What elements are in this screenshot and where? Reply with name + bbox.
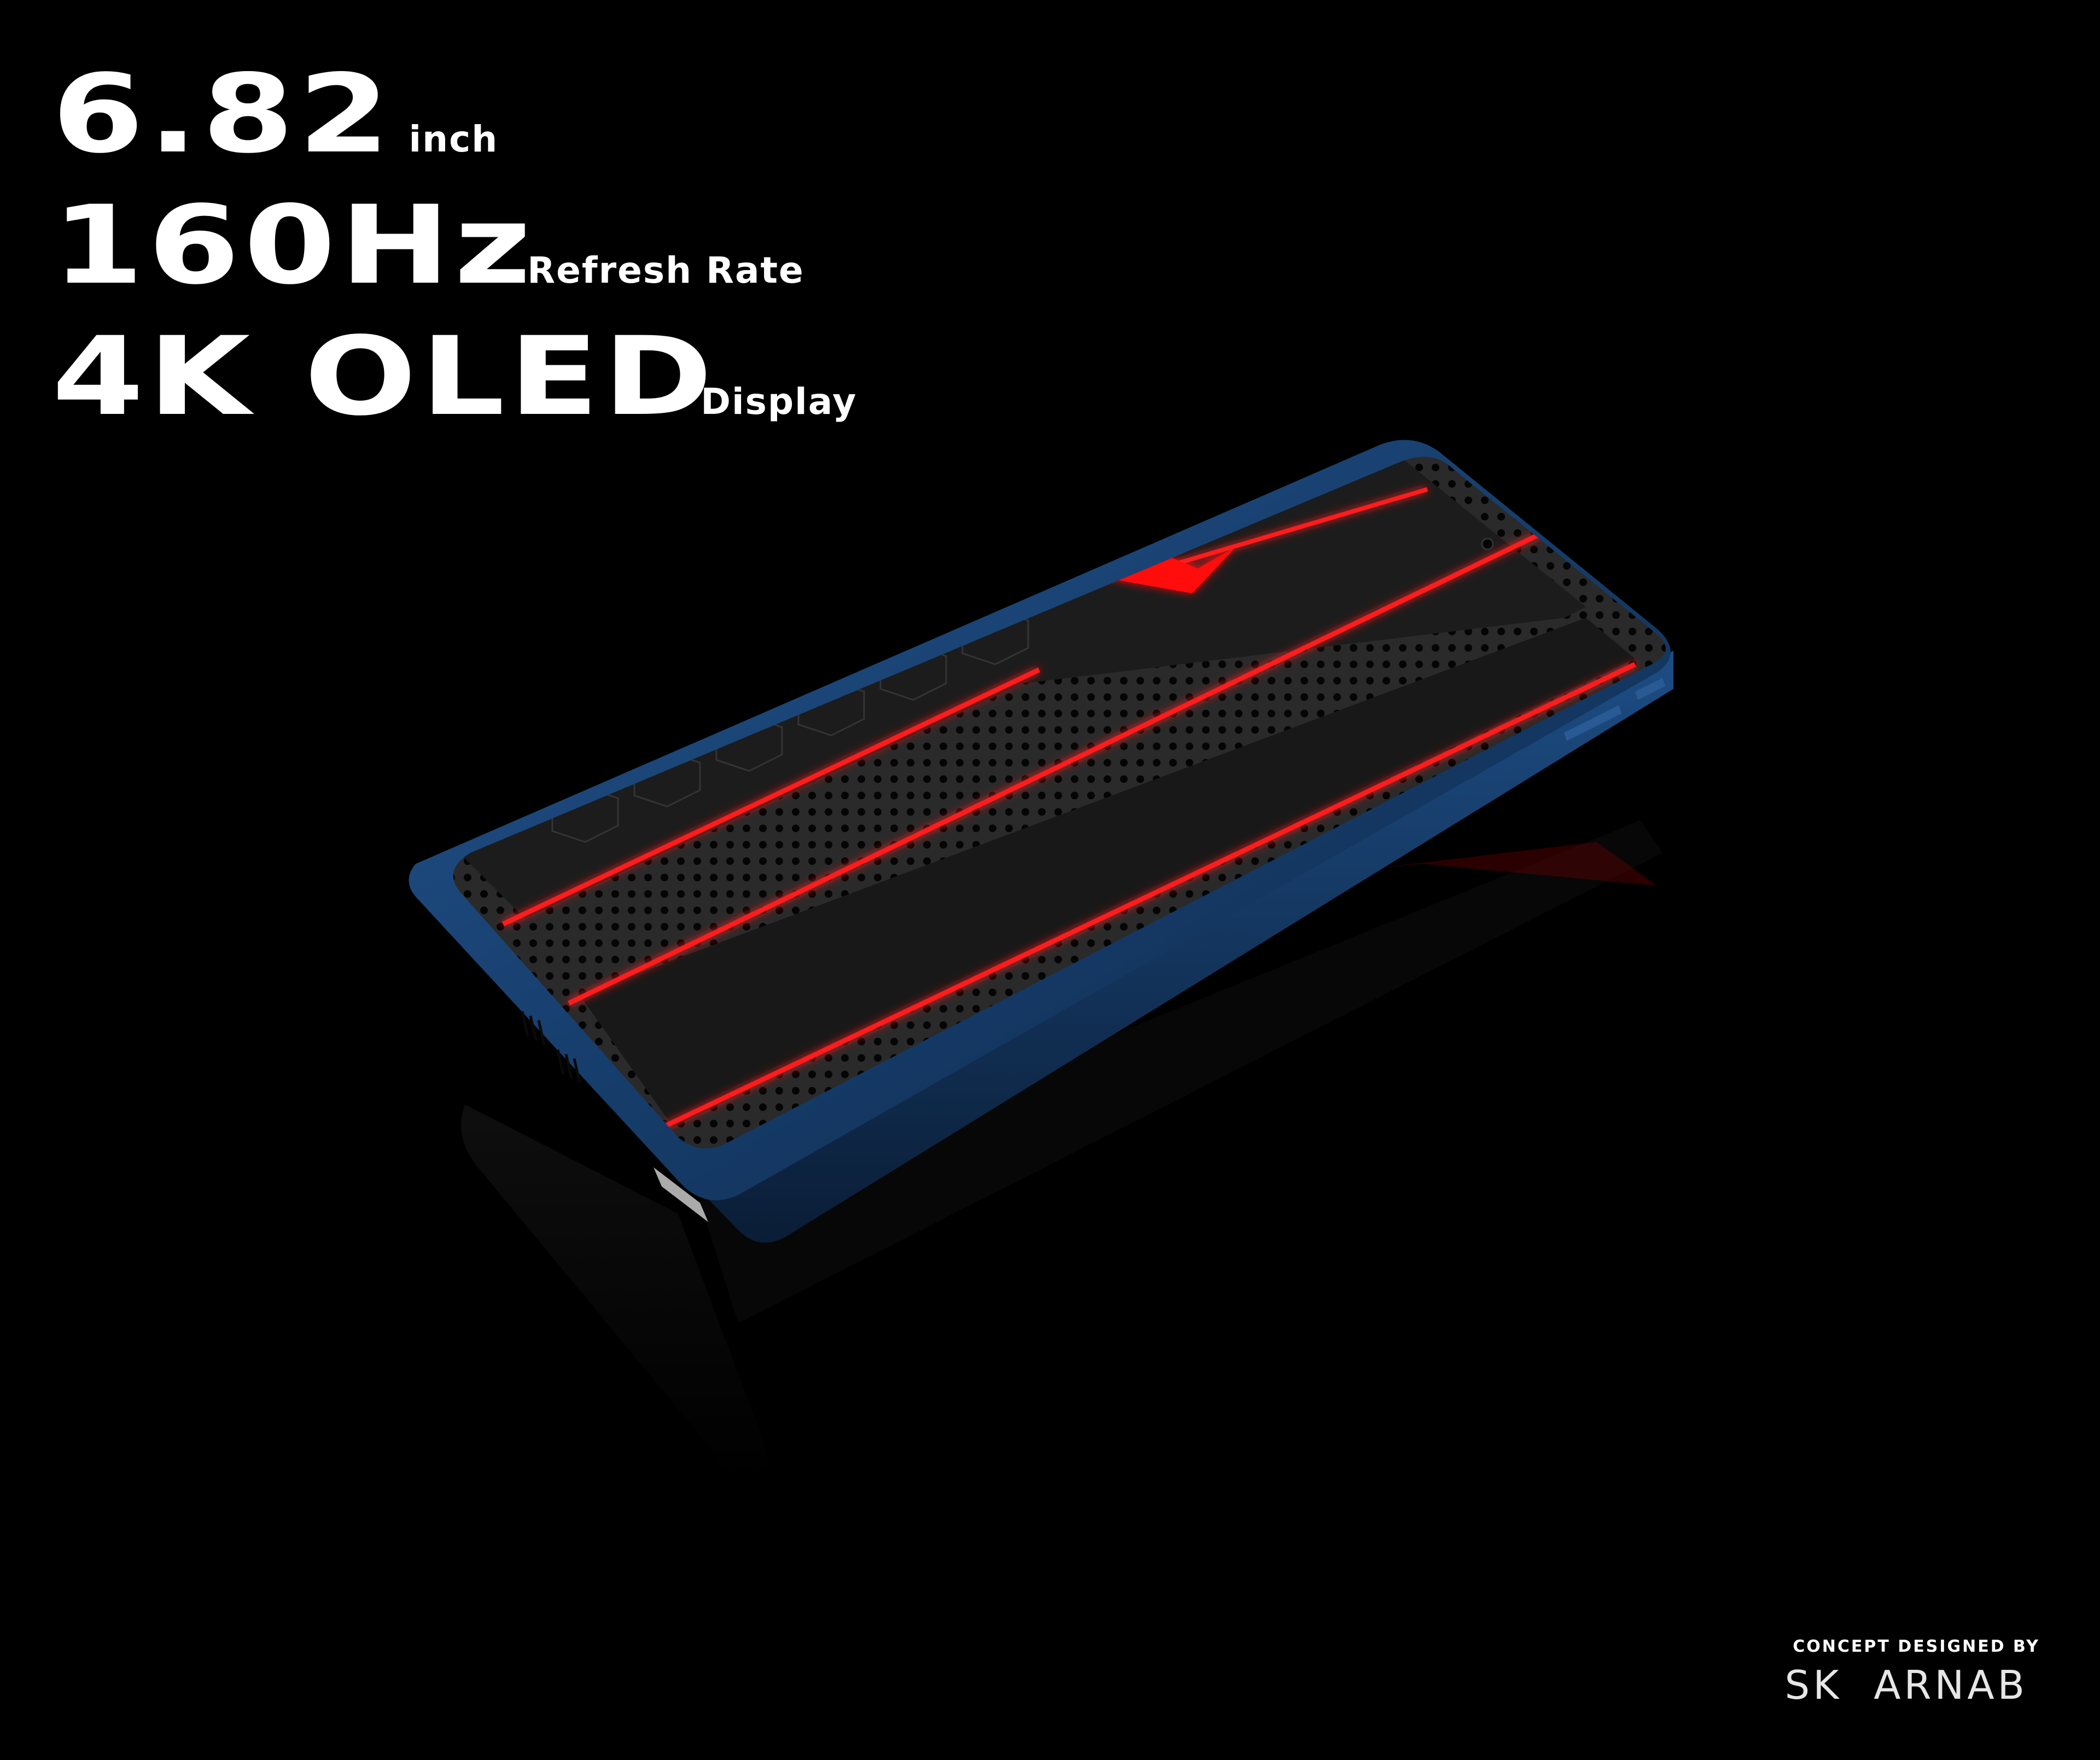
size-unit: inch — [409, 118, 499, 160]
spec-display: 4K OLEDDisplay — [52, 323, 857, 431]
refresh-rate-unit: Refresh Rate — [527, 249, 804, 291]
credit-line: CONCEPT DESIGNED BY — [1793, 1637, 2040, 1656]
refresh-rate-value: 160Hz — [52, 182, 535, 308]
display-unit: Display — [701, 381, 858, 423]
designer-name: SK ARNAB — [1784, 1662, 2028, 1708]
size-value: 6.82 — [52, 51, 394, 177]
display-value: 4K OLED — [52, 313, 717, 440]
spec-refresh-rate: 160HzRefresh Rate — [52, 191, 804, 300]
